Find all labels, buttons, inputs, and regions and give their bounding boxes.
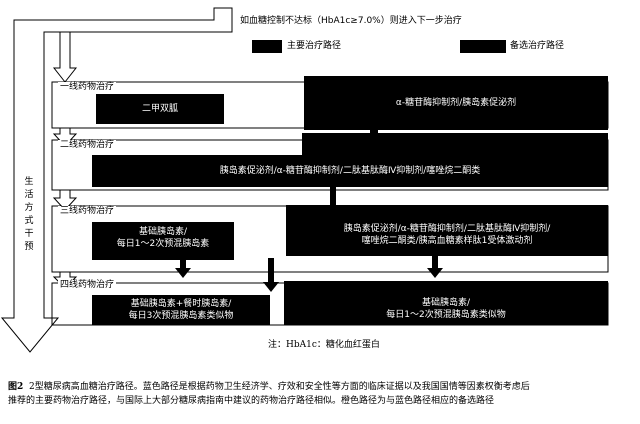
lifestyle-intervention-label: 生活方式干预 — [24, 177, 34, 252]
tier4-label: 四线药物治疗 — [58, 280, 117, 291]
tier2-label: 二线药物治疗 — [58, 140, 117, 151]
figure-caption: 图2 2型糖尿病高血糖治疗路径。蓝色路径是根据药物卫生经济学、疗效和安全性等方面… — [8, 380, 632, 408]
tier4-alternative-line1: 基础胰岛素/ — [421, 298, 471, 308]
arrow-t3-t4-left — [175, 256, 191, 278]
tier3-label: 三线药物治疗 — [58, 206, 117, 217]
arrow-to-tier3 — [52, 189, 78, 211]
legend-alternative-swatch — [460, 40, 506, 53]
lifestyle-arrow — [0, 7, 233, 353]
tier4-primary-line2: 每日3次预混胰岛素类似物 — [128, 311, 234, 321]
condition-text: 如血糖控制不达标（HbA1c≥7.0%）则进入下一步治疗 — [240, 16, 462, 26]
abbreviation-note: 注：HbA1c：糖化血红蛋白 — [268, 340, 380, 350]
legend-primary-label: 主要治疗路径 — [287, 41, 342, 51]
arrow-to-tier1 — [52, 31, 78, 83]
tier3-primary-line2: 每日1～2次预混胰岛素 — [116, 239, 210, 249]
legend-primary-swatch — [252, 40, 282, 53]
tier3-alternative-line2: 噻唑烷二酮类/胰高血糖素样肽1受体激动剂 — [361, 236, 533, 246]
caption-line1: 2型糖尿病高血糖治疗路径。蓝色路径是根据药物卫生经济学、疗效和安全性等方面的临床… — [29, 382, 530, 392]
tier4-primary-line1: 基础胰岛素+餐时胰岛素/ — [130, 299, 232, 309]
tier4-alternative-line2: 每日1～2次预混胰岛素类似物 — [386, 310, 506, 320]
legend-alternative-label: 备选治疗路径 — [510, 41, 565, 51]
tier2-alternative-band — [302, 133, 608, 156]
tier3-alternative-line1: 胰岛素促泌剂/α-糖苷酶抑制剂/二肽基肽酶Ⅳ抑制剂/ — [343, 224, 551, 234]
caption-line2: 推荐的主要药物治疗路径，与国际上大部分糖尿病指南中建议的药物治疗路径相似。橙色路… — [8, 396, 495, 406]
tier3-primary-line1: 基础胰岛素/ — [138, 227, 188, 237]
tier4-alternative-box: 基础胰岛素/ 每日1～2次预混胰岛素类似物 — [284, 281, 608, 325]
tier1-primary-box: 二甲双胍 — [96, 94, 224, 124]
tier2-combined-box: 胰岛素促泌剂/α-糖苷酶抑制剂/二肽基肽酶Ⅳ抑制剂/噻唑烷二酮类 — [92, 155, 608, 187]
arrow-t3-t4-right — [427, 256, 443, 278]
tier1-label: 一线药物治疗 — [58, 82, 117, 93]
tier4-primary-box: 基础胰岛素+餐时胰岛素/ 每日3次预混胰岛素类似物 — [92, 295, 270, 325]
figure-number: 图2 — [8, 382, 24, 392]
tier1-alternative-box: α-糖苷酶抑制剂/胰岛素促泌剂 — [304, 76, 608, 130]
tier3-alternative-box: 胰岛素促泌剂/α-糖苷酶抑制剂/二肽基肽酶Ⅳ抑制剂/ 噻唑烷二酮类/胰高血糖素样… — [286, 205, 608, 256]
tier3-primary-box: 基础胰岛素/ 每日1～2次预混胰岛素 — [92, 222, 234, 260]
arrow-t3-t4-mid — [263, 258, 279, 292]
